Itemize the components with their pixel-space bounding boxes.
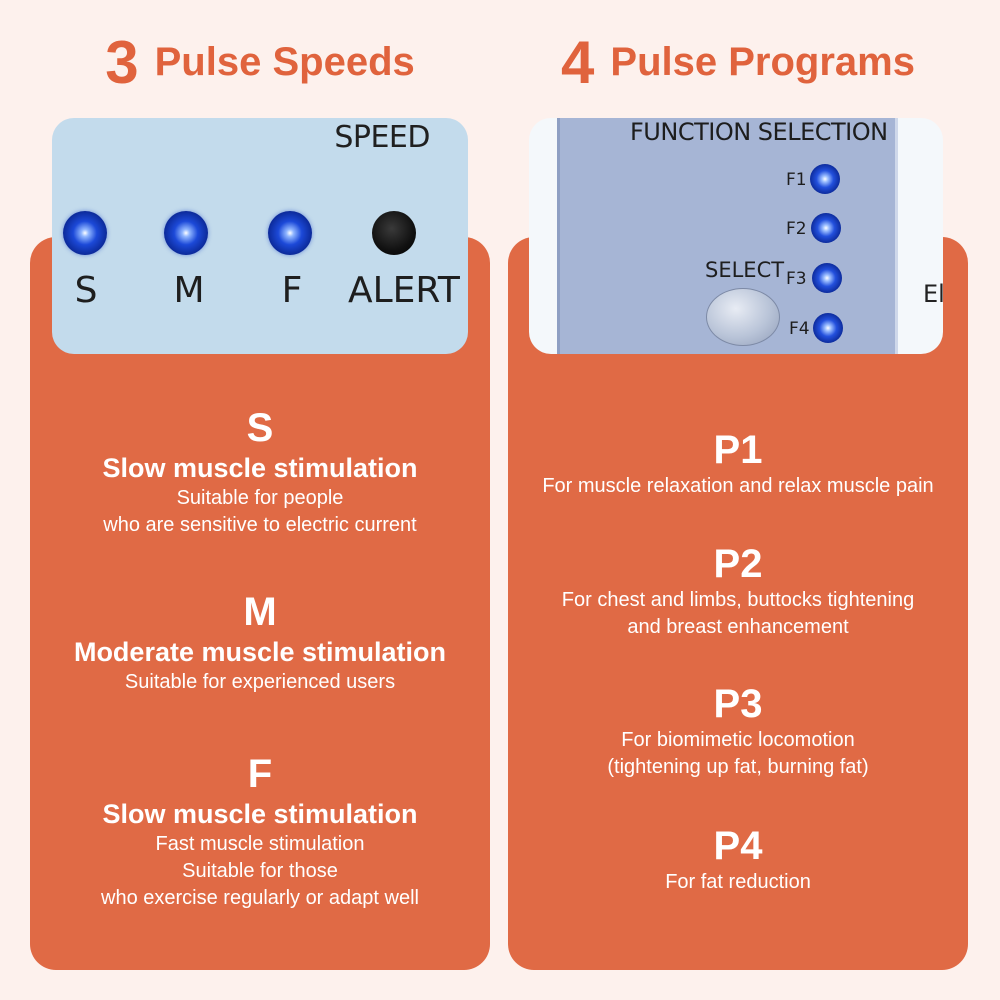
speed-f-led-icon bbox=[268, 211, 312, 255]
panel-edge-text: El bbox=[923, 280, 943, 308]
speed-s-led-icon bbox=[63, 211, 107, 255]
alert-led-icon bbox=[372, 211, 416, 255]
f3-label: F3 bbox=[786, 269, 807, 289]
speed-s-letter: S bbox=[246, 406, 274, 450]
program-p4-block: P4 For fat reduction bbox=[508, 823, 968, 896]
select-label: SELECT bbox=[705, 258, 785, 282]
speed-f-title: Slow muscle stimulation bbox=[102, 799, 418, 829]
speed-m-block: M Moderate muscle stimulation Suitable f… bbox=[30, 589, 490, 696]
pulse-speeds-title: Pulse Speeds bbox=[154, 39, 415, 84]
f4-label: F4 bbox=[789, 319, 810, 339]
speed-f-block: F Slow muscle stimulation Fast muscle st… bbox=[30, 751, 490, 912]
select-button[interactable] bbox=[706, 288, 780, 346]
program-p2-code: P2 bbox=[713, 542, 763, 586]
program-p4-desc-line: For fat reduction bbox=[665, 871, 811, 893]
pulse-programs-heading: 4 Pulse Programs bbox=[508, 22, 968, 102]
program-p2-desc-line: and breast enhancement bbox=[627, 616, 849, 638]
f3-led-icon bbox=[812, 263, 842, 293]
program-p1-desc-line: For muscle relaxation and relax muscle p… bbox=[542, 475, 934, 497]
function-panel-title: FUNCTION SELECTION bbox=[630, 118, 888, 146]
speed-s-title: Slow muscle stimulation bbox=[102, 453, 418, 483]
pulse-speeds-heading: 3 Pulse Speeds bbox=[30, 22, 490, 102]
function-selection-panel: FUNCTION SELECTION F1 F2 F3 F4 SELECT El bbox=[529, 118, 943, 354]
speed-f-letter: F bbox=[247, 752, 273, 796]
program-p3-desc-line: (tightening up fat, burning fat) bbox=[607, 756, 869, 778]
f1-label: F1 bbox=[786, 170, 807, 190]
programs-card: P1 For muscle relaxation and relax muscl… bbox=[508, 237, 968, 970]
speed-m-led-icon bbox=[164, 211, 208, 255]
pulse-programs-title: Pulse Programs bbox=[610, 39, 915, 84]
speeds-card: S Slow muscle stimulation Suitable for p… bbox=[30, 237, 490, 970]
speed-f-desc-line: who exercise regularly or adapt well bbox=[101, 887, 419, 909]
program-p3-desc-line: For biomimetic locomotion bbox=[621, 729, 855, 751]
speed-control-panel: SPEED S M F ALERT bbox=[52, 118, 468, 354]
program-p4-code: P4 bbox=[713, 824, 763, 868]
alert-label: ALERT bbox=[348, 270, 460, 311]
speed-m-title: Moderate muscle stimulation bbox=[73, 637, 447, 667]
function-panel-face: FUNCTION SELECTION F1 F2 F3 F4 SELECT bbox=[557, 118, 898, 354]
program-p2-block: P2 For chest and limbs, buttocks tighten… bbox=[508, 541, 968, 641]
f2-led-icon bbox=[811, 213, 841, 243]
speed-s-desc-line: who are sensitive to electric current bbox=[103, 514, 417, 536]
speed-f-desc-line: Suitable for those bbox=[182, 860, 338, 882]
program-p2-desc-line: For chest and limbs, buttocks tightening bbox=[561, 589, 915, 611]
speed-s-label: S bbox=[74, 270, 98, 311]
f1-led-icon bbox=[810, 164, 840, 194]
speed-panel-title: SPEED bbox=[334, 120, 430, 155]
program-p3-block: P3 For biomimetic locomotion (tightening… bbox=[508, 681, 968, 781]
speed-s-desc-line: Suitable for people bbox=[176, 487, 344, 509]
pulse-speeds-count: 3 bbox=[105, 28, 139, 96]
speed-f-label: F bbox=[281, 270, 303, 311]
f2-label: F2 bbox=[786, 219, 807, 239]
f4-led-icon bbox=[813, 313, 843, 343]
speed-m-label: M bbox=[173, 270, 205, 311]
speed-m-letter: M bbox=[243, 590, 277, 634]
program-p1-block: P1 For muscle relaxation and relax muscl… bbox=[508, 427, 968, 500]
speed-s-block: S Slow muscle stimulation Suitable for p… bbox=[30, 405, 490, 539]
speed-m-desc-line: Suitable for experienced users bbox=[124, 671, 396, 693]
speed-f-desc-line: Fast muscle stimulation bbox=[155, 833, 365, 855]
program-p1-code: P1 bbox=[713, 428, 763, 472]
pulse-programs-count: 4 bbox=[561, 28, 595, 96]
program-p3-code: P3 bbox=[713, 682, 763, 726]
